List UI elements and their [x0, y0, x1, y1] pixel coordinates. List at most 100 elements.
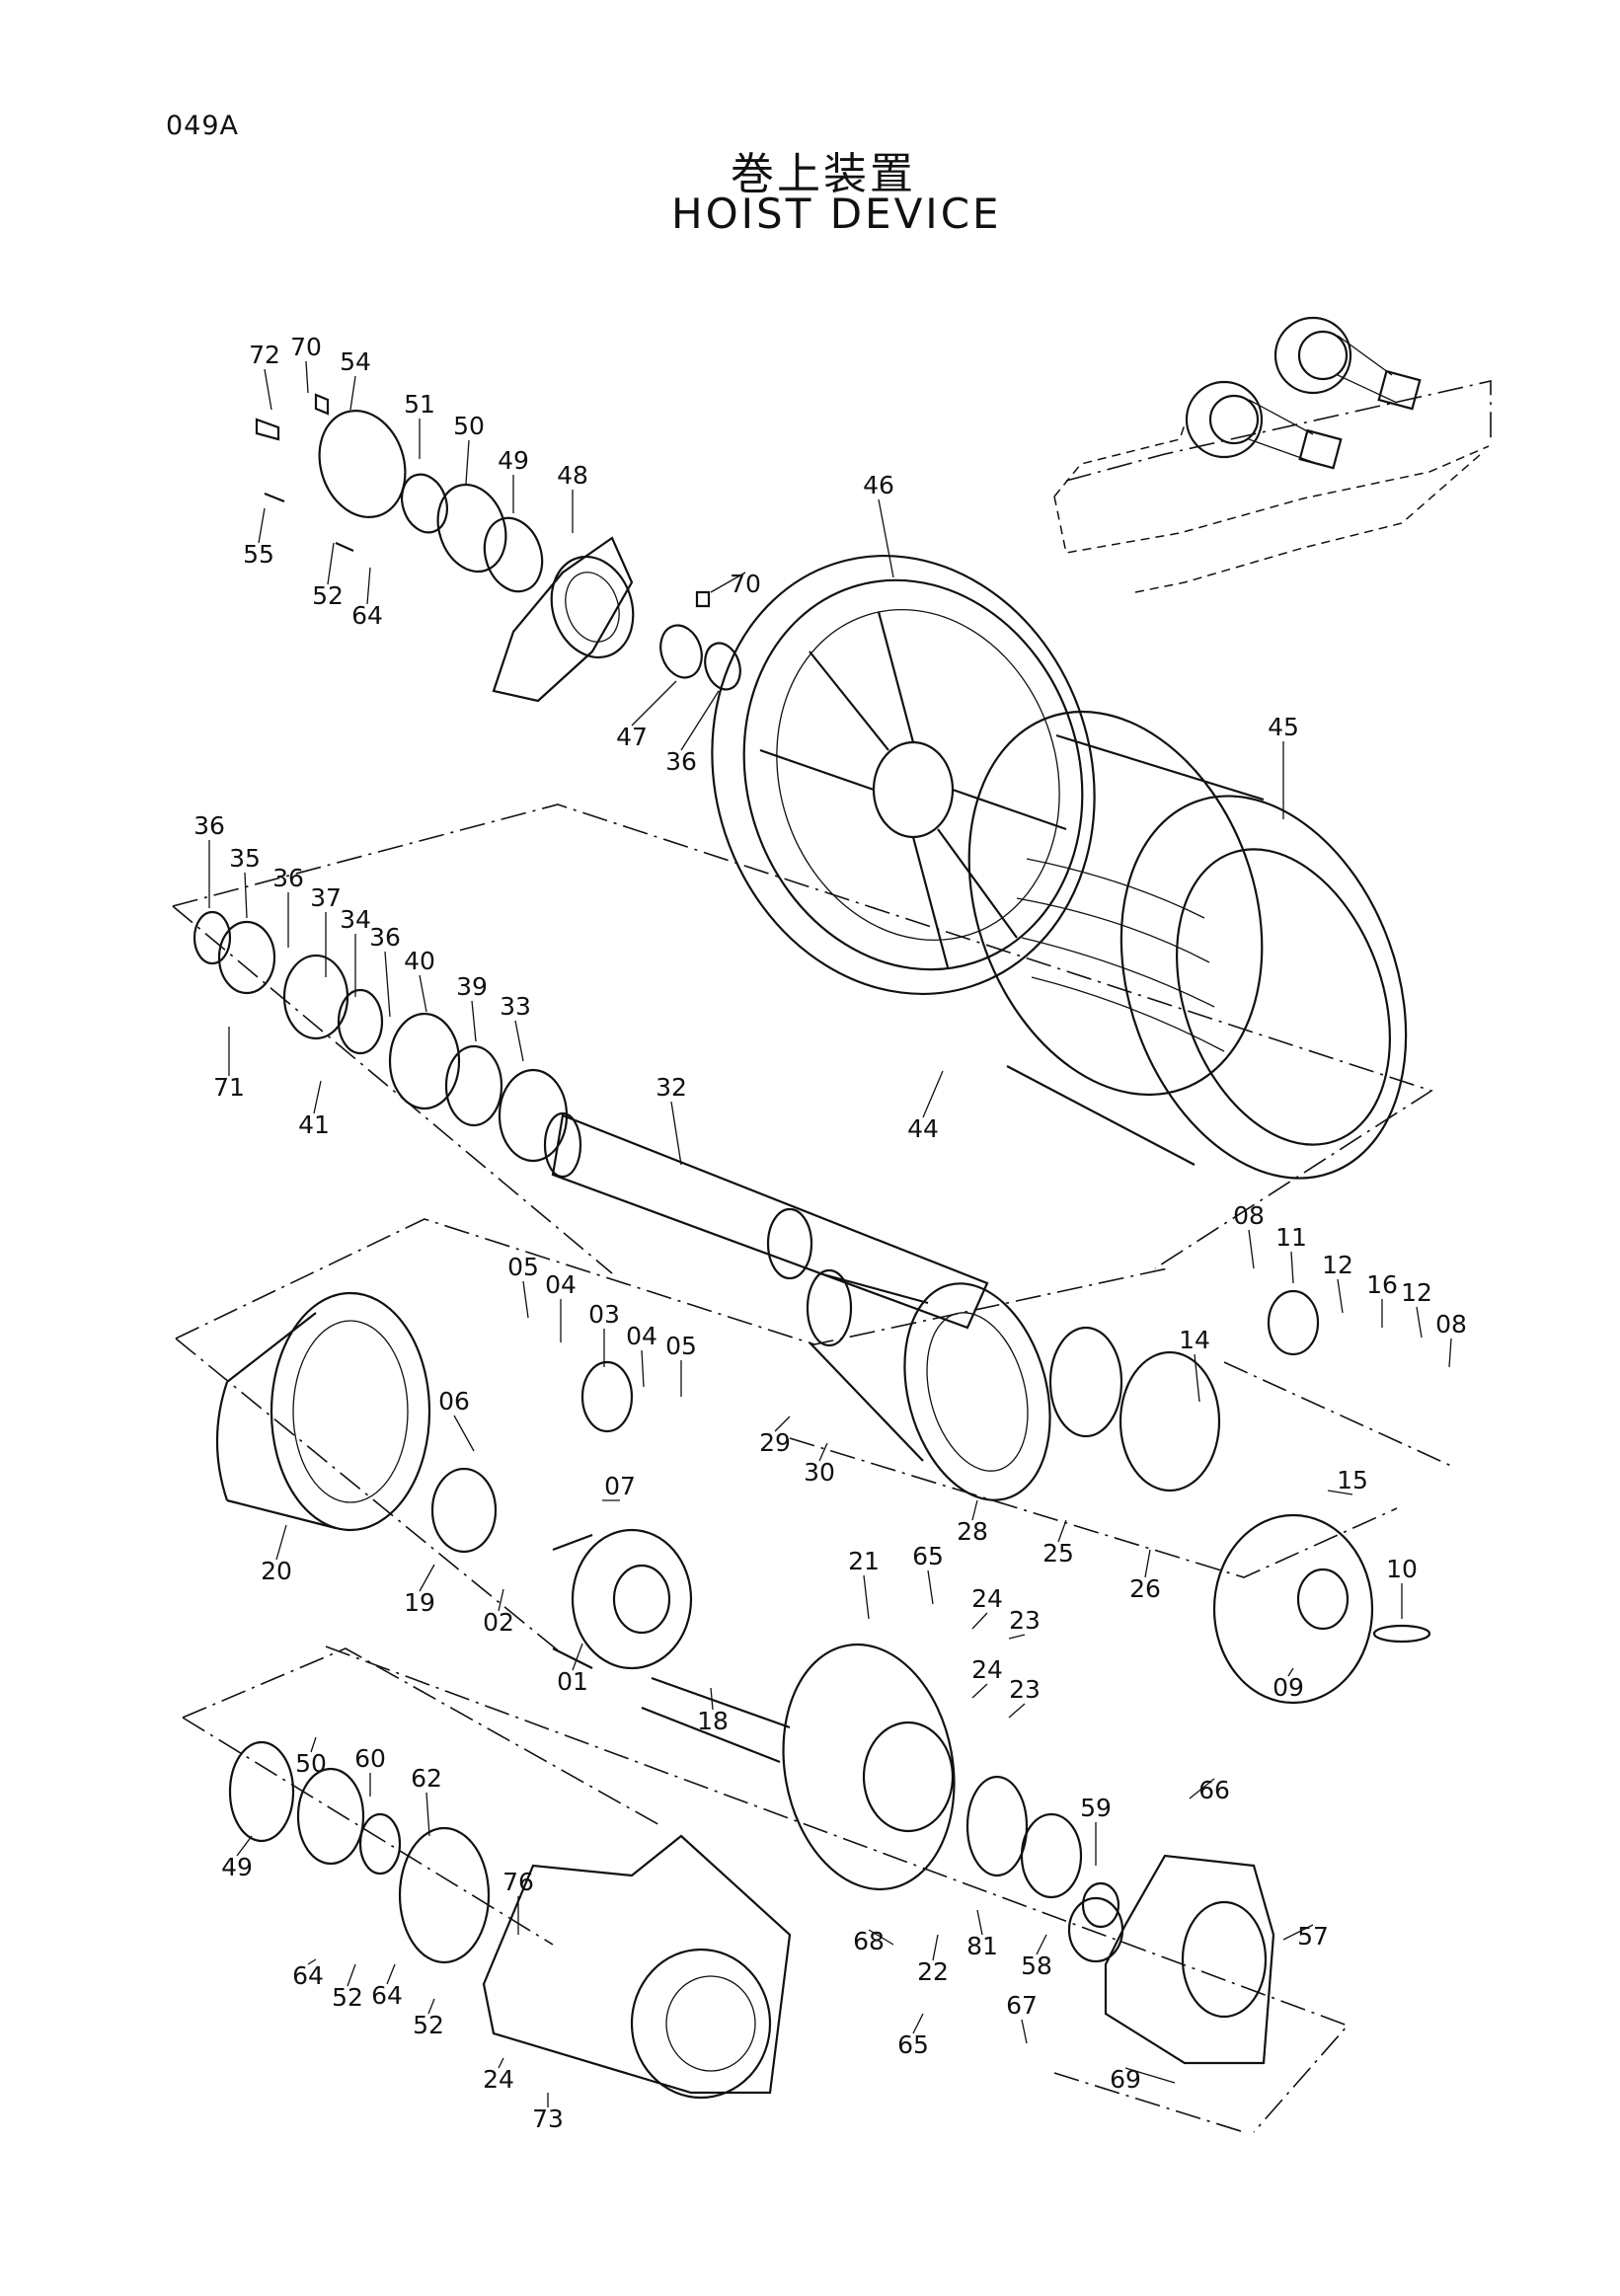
- callout-label: 05: [507, 1253, 539, 1281]
- callout-leader: [1248, 1229, 1255, 1269]
- callout-label: 59: [1080, 1794, 1112, 1822]
- part-45-winding-drum: [967, 710, 1408, 1180]
- upper-bearing-rings: [255, 393, 741, 691]
- callout-leader: [774, 1416, 791, 1432]
- callout-label: 36: [369, 923, 401, 952]
- planet-gears: [430, 1289, 1320, 1554]
- callout-label: 04: [626, 1322, 657, 1350]
- callout-label: 36: [272, 864, 304, 892]
- callout-leader: [1290, 1251, 1294, 1284]
- callout-label: 52: [332, 1983, 363, 2012]
- callout-label: 26: [1129, 1574, 1161, 1603]
- callout-label: 28: [957, 1517, 988, 1546]
- callout-label: 57: [1297, 1922, 1329, 1951]
- part-57-bearing-bracket: [1067, 1854, 1275, 2065]
- callout-label: 81: [966, 1932, 998, 1960]
- callout-label: 50: [295, 1749, 327, 1778]
- callout-leader: [1036, 1934, 1047, 1955]
- callout-label: 76: [502, 1868, 534, 1896]
- callout-label: 09: [1273, 1673, 1304, 1702]
- callout-label: 54: [340, 347, 371, 376]
- callout-label: 14: [1179, 1326, 1210, 1354]
- callout-label: 50: [453, 412, 485, 440]
- callout-label: 48: [557, 461, 588, 490]
- callout-leader: [453, 1415, 475, 1452]
- callout-leader: [349, 375, 356, 411]
- callout-leader: [419, 1564, 435, 1592]
- callout-label: 64: [371, 1981, 403, 2010]
- callout-leader: [1057, 1519, 1067, 1543]
- callout-label: 46: [863, 471, 894, 499]
- callout-leader: [313, 1080, 322, 1114]
- callout-label: 52: [312, 581, 344, 610]
- callout-label: 70: [730, 570, 761, 598]
- callout-leader: [307, 1958, 317, 1965]
- callout-leader: [1337, 1278, 1344, 1314]
- callout-label: 25: [1042, 1539, 1074, 1568]
- part-21-brake-disc: [641, 1643, 1120, 1929]
- callout-label: 15: [1337, 1466, 1368, 1494]
- callout-label: 29: [759, 1428, 791, 1457]
- callout-leader: [275, 1524, 287, 1561]
- callout-label: 18: [697, 1707, 729, 1735]
- left-seal-rings: [193, 910, 569, 1163]
- callout-leader: [258, 507, 266, 544]
- callout-leader: [366, 567, 371, 605]
- callout-leader: [1189, 1778, 1215, 1799]
- callout-label: 68: [853, 1927, 885, 1955]
- callout-leader: [427, 1998, 435, 2015]
- callout-label: 45: [1268, 713, 1299, 741]
- callout-leader: [522, 1280, 529, 1319]
- callout-label: 33: [500, 992, 531, 1021]
- callout-leader: [710, 572, 746, 593]
- part-32-shaft: [543, 1111, 989, 1330]
- callout-leader: [971, 1683, 988, 1699]
- title-english: HOIST DEVICE: [671, 190, 1002, 238]
- page-id: 049A: [166, 111, 240, 141]
- callout-leader: [818, 1442, 828, 1462]
- callout-label: 60: [354, 1744, 386, 1773]
- part-46-gear-wheel: [711, 555, 1096, 995]
- callout-label: 34: [340, 905, 371, 934]
- callout-leader: [670, 1101, 682, 1166]
- callout-leader: [932, 1934, 939, 1961]
- callout-leader: [310, 1736, 317, 1753]
- callout-label: 72: [249, 341, 280, 369]
- callout-leader: [1144, 1549, 1151, 1578]
- callout-leader: [863, 1574, 870, 1620]
- callout-label: 23: [1009, 1675, 1041, 1704]
- callout-leader: [927, 1569, 934, 1605]
- part-20-ring-gear: [215, 1291, 431, 1532]
- callout-label: 37: [310, 883, 342, 912]
- callout-label: 69: [1110, 2065, 1141, 2094]
- callout-label: 11: [1275, 1223, 1307, 1252]
- callout-label: 64: [292, 1961, 324, 1990]
- callout-leader: [471, 1000, 477, 1042]
- callout-label: 19: [404, 1588, 435, 1617]
- callout-leader: [1327, 1490, 1353, 1495]
- callout-leader: [425, 1792, 430, 1837]
- callout-label: 21: [848, 1547, 880, 1575]
- callout-label: 36: [193, 811, 225, 840]
- callout-leader: [922, 1070, 944, 1118]
- callout-leader: [868, 1929, 894, 1946]
- callout-leader: [305, 360, 309, 394]
- callout-leader: [912, 2013, 924, 2034]
- callout-leader: [1282, 1924, 1314, 1941]
- callout-label: 35: [229, 844, 261, 873]
- callout-label: 49: [221, 1853, 253, 1881]
- callout-label: 36: [665, 747, 697, 776]
- callout-leader: [1124, 2067, 1176, 2084]
- callout-label: 03: [588, 1300, 620, 1329]
- callout-leader: [971, 1499, 978, 1521]
- part-48-bearing-housing: [492, 536, 635, 703]
- callout-leader: [710, 1687, 714, 1711]
- callout-label: 73: [532, 2105, 564, 2133]
- callout-label: 30: [804, 1458, 835, 1487]
- callout-leader: [264, 368, 272, 411]
- callout-leader: [971, 1612, 988, 1630]
- callout-label: 01: [557, 1667, 588, 1696]
- callout-label: 16: [1366, 1270, 1398, 1299]
- callout-label: 55: [243, 540, 274, 569]
